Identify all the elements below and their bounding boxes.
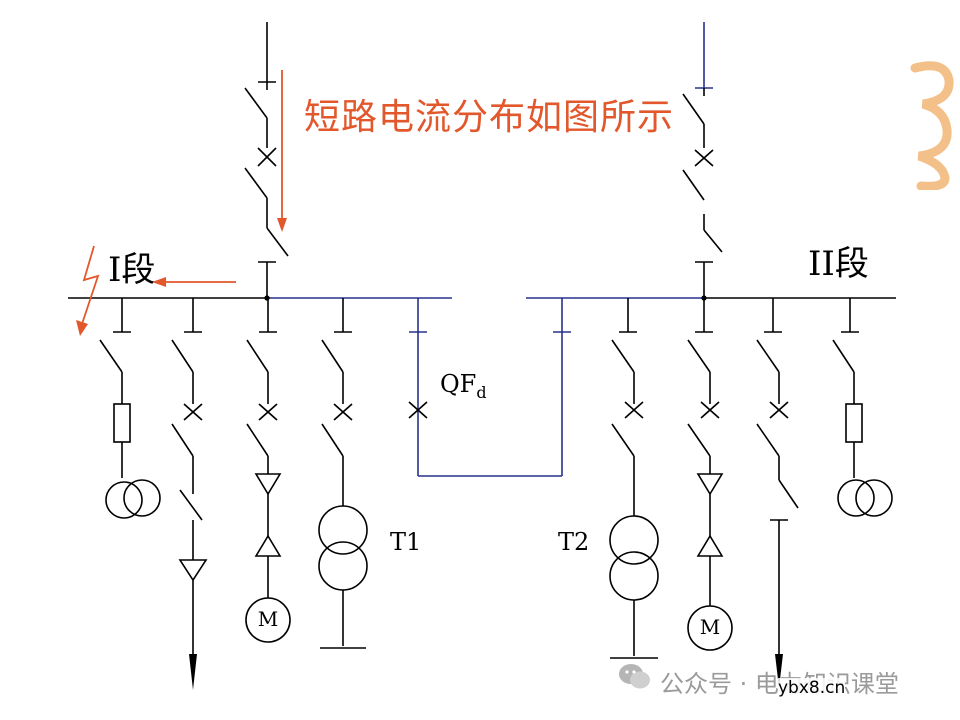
incoming-feeder-1 [244, 22, 289, 298]
section-2-label: II段 [808, 244, 869, 284]
motor-2-label: M [699, 615, 721, 639]
feeder-outgoing-line-2 [756, 298, 799, 688]
section-1-label: I段 [108, 250, 156, 290]
bus-tie-breaker-subscript: d [476, 382, 487, 402]
feeder-motor-2 [687, 298, 733, 651]
motor-1-label: M [257, 607, 279, 631]
bus-tie-breaker-name: QF [440, 370, 477, 398]
feeder-transformer-2 [609, 298, 659, 659]
lightning-fault-icon [76, 245, 100, 336]
diagram-title: 短路电流分布如图所示 [304, 97, 675, 138]
wechat-icon [619, 664, 650, 689]
bus-tie-breaker [408, 298, 571, 477]
bus-tie-breaker-label: QFd [440, 370, 487, 402]
feeder-outgoing-line-1 [171, 298, 208, 690]
feeder-potential-transformer-2 [832, 298, 893, 517]
transformer-1-label: T1 [390, 528, 422, 556]
bus-node-1 [264, 295, 270, 301]
fault-current-arrow-down [277, 70, 287, 232]
site-watermark: ybx8.cn [778, 678, 846, 698]
incoming-feeder-2 [682, 22, 723, 298]
transformer-2-label: T2 [558, 528, 590, 556]
fault-current-arrow-left [152, 277, 236, 287]
feeder-motor-1 [245, 298, 291, 643]
feeder-potential-transformer-1 [99, 298, 161, 519]
feeder-transformer-1 [318, 298, 368, 649]
decorative-corner-mark [910, 61, 954, 190]
